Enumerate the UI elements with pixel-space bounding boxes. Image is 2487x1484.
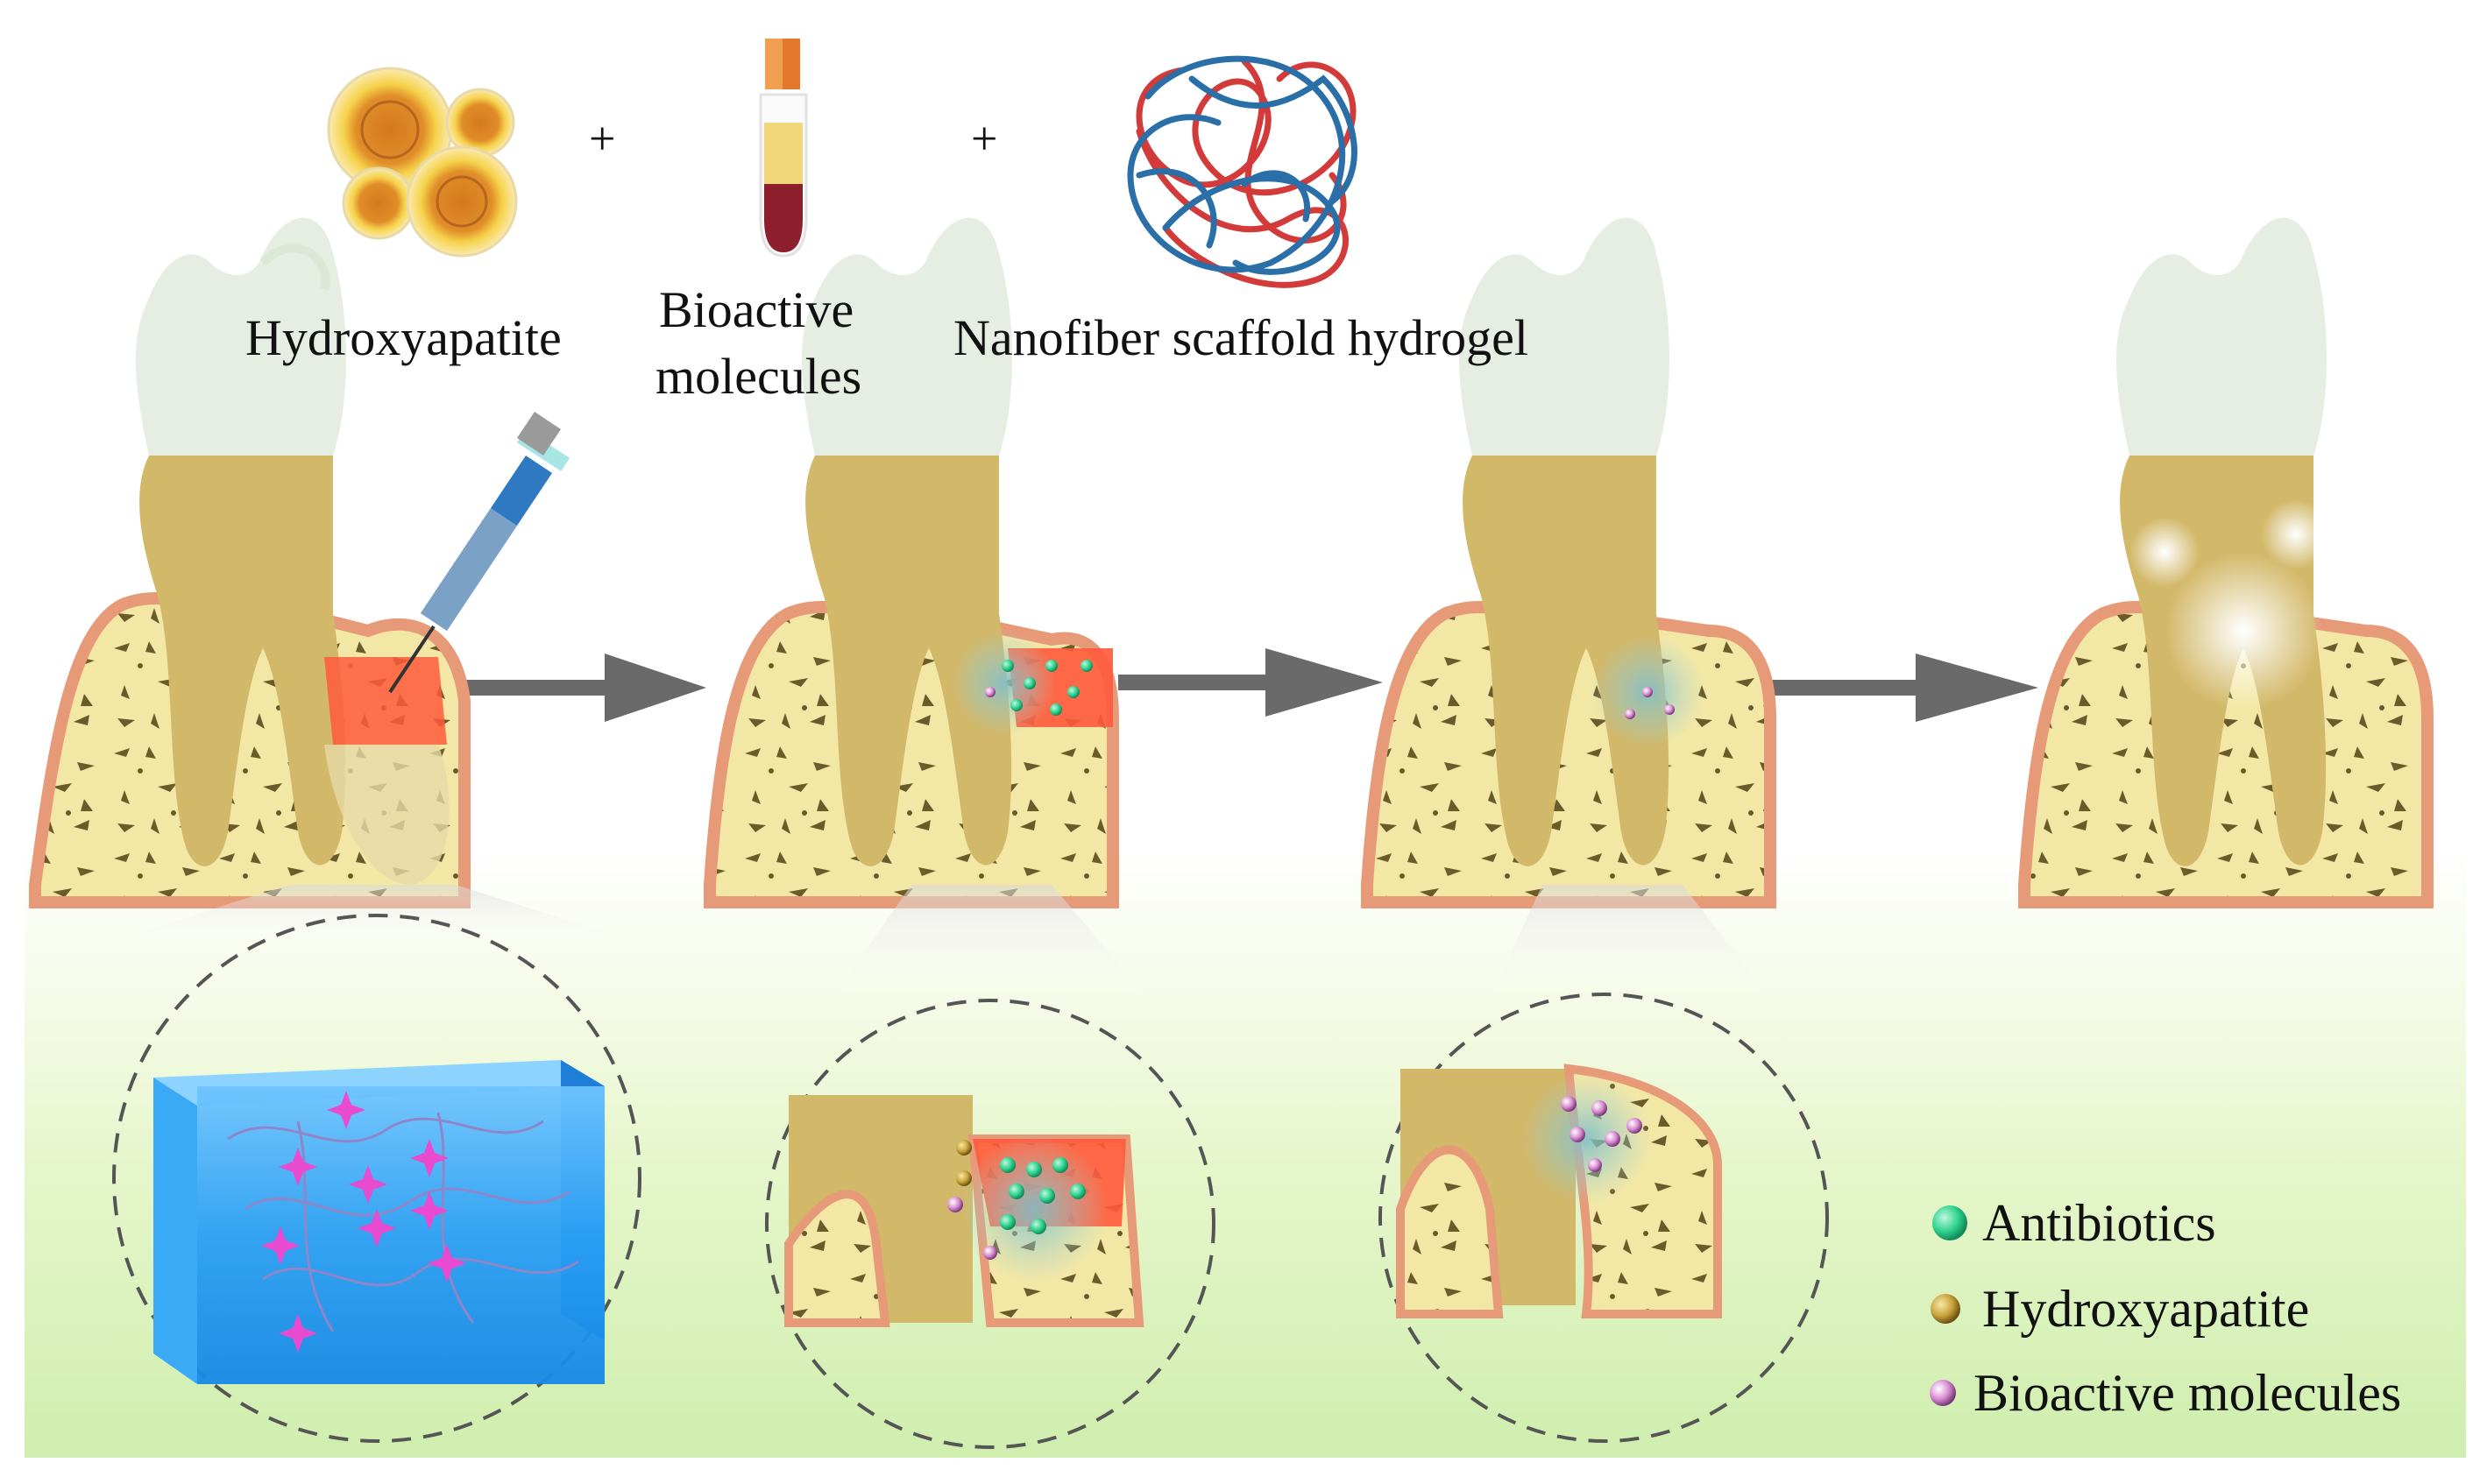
label-nanofiber-hydrogel: Nanofiber scaffold hydrogel xyxy=(953,309,1529,366)
legend-antibiotics-marker xyxy=(1932,1205,1967,1240)
legend-label-bioactive: Bioactive molecules xyxy=(1973,1364,2402,1422)
tooth-stage-1 xyxy=(29,217,471,908)
tooth-stage-4 xyxy=(2018,217,2434,908)
plus-sign-1: + xyxy=(589,112,616,165)
legend-hydroxyapatite-marker xyxy=(1931,1294,1960,1324)
zoom-cone-3 xyxy=(1490,885,1770,999)
process-arrow-1 xyxy=(457,654,706,722)
zoom-circle-hydrogel xyxy=(112,914,641,1443)
tooth-stage-2 xyxy=(704,217,1119,908)
hydroxyapatite-icon xyxy=(327,67,518,258)
nanofiber-hydrogel-icon xyxy=(1127,55,1357,288)
tooth-stage-3 xyxy=(1361,217,1776,908)
zoom-circle-regeneration xyxy=(1378,993,1829,1443)
plus-sign-2: + xyxy=(971,112,998,165)
zoom-cone-2 xyxy=(833,885,1148,999)
legend-bioactive-marker xyxy=(1930,1380,1956,1406)
label-bioactive-line2: molecules xyxy=(655,348,862,405)
zoom-circle-release xyxy=(765,999,1215,1449)
bioactive-tube-icon xyxy=(759,39,808,258)
legend-label-antibiotics: Antibiotics xyxy=(1982,1194,2216,1252)
label-hydroxyapatite: Hydroxyapatite xyxy=(245,309,562,366)
syringe-icon xyxy=(388,412,570,694)
process-arrow-2 xyxy=(1118,648,1383,717)
process-arrow-3 xyxy=(1768,654,2038,722)
legend-label-hydroxyapatite: Hydroxyapatite xyxy=(1982,1280,2310,1338)
label-bioactive-line1: Bioactive xyxy=(659,281,854,338)
